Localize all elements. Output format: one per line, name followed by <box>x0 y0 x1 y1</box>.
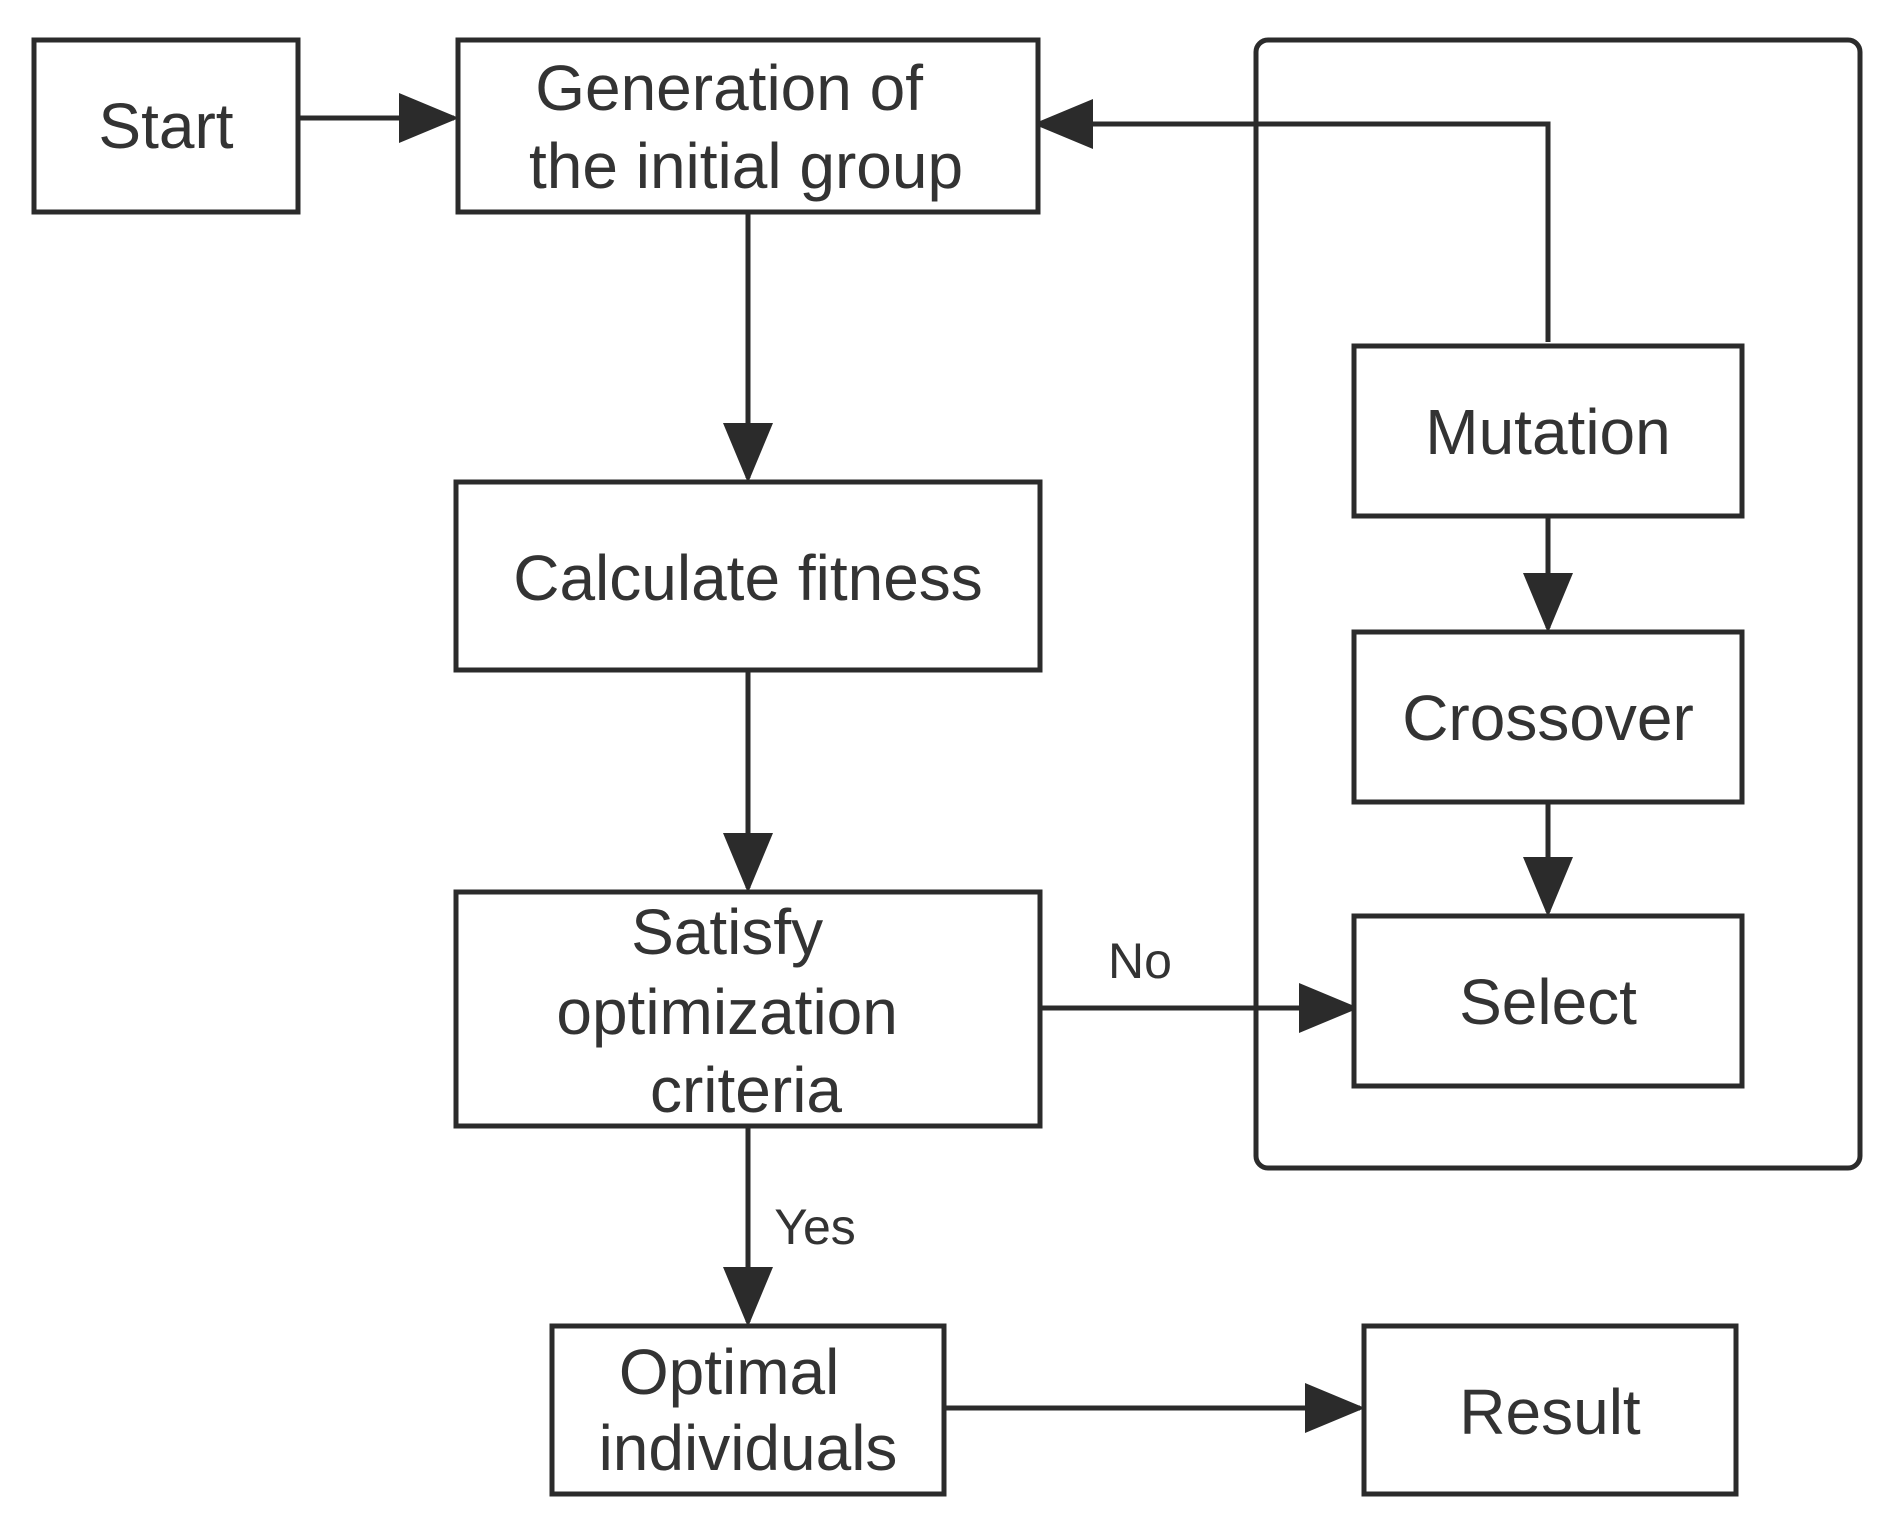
node-optimal-label: Optimal individuals <box>599 1336 898 1484</box>
node-satisfy: Satisfy optimization criteria <box>453 889 1043 1129</box>
node-generation-line-1: Generation of <box>535 52 923 124</box>
node-satisfy-line-3: criteria <box>650 1054 842 1126</box>
node-optimal-line-1: Optimal <box>619 1336 840 1408</box>
loop-container <box>1253 37 1863 1171</box>
node-fitness: Calculate fitness <box>453 479 1043 673</box>
edge-label-yes: Yes <box>774 1199 856 1255</box>
node-start-label: Start <box>98 90 233 162</box>
node-satisfy-line-1: Satisfy <box>631 896 823 968</box>
node-crossover: Crossover <box>1351 629 1745 805</box>
node-mutation-label: Mutation <box>1425 396 1670 468</box>
node-generation-line-2: the initial group <box>529 130 963 202</box>
edge-label-no: No <box>1108 933 1172 989</box>
node-start: Start <box>31 37 301 215</box>
node-optimal-line-2: individuals <box>599 1412 898 1484</box>
node-satisfy-line-2: optimization <box>556 976 898 1048</box>
node-generation-label: Generation of the initial group <box>529 52 963 202</box>
node-result: Result <box>1361 1323 1739 1497</box>
node-crossover-label: Crossover <box>1402 682 1694 754</box>
node-fitness-label: Calculate fitness <box>513 542 983 614</box>
edge-mutation-to-generation <box>1033 99 1551 342</box>
node-select-label: Select <box>1459 966 1637 1038</box>
node-select: Select <box>1351 913 1745 1089</box>
node-result-label: Result <box>1459 1376 1641 1448</box>
node-optimal: Optimal individuals <box>549 1323 947 1497</box>
node-satisfy-label: Satisfy optimization criteria <box>556 896 915 1126</box>
node-generation: Generation of the initial group <box>455 37 1041 215</box>
node-mutation: Mutation <box>1351 343 1745 519</box>
